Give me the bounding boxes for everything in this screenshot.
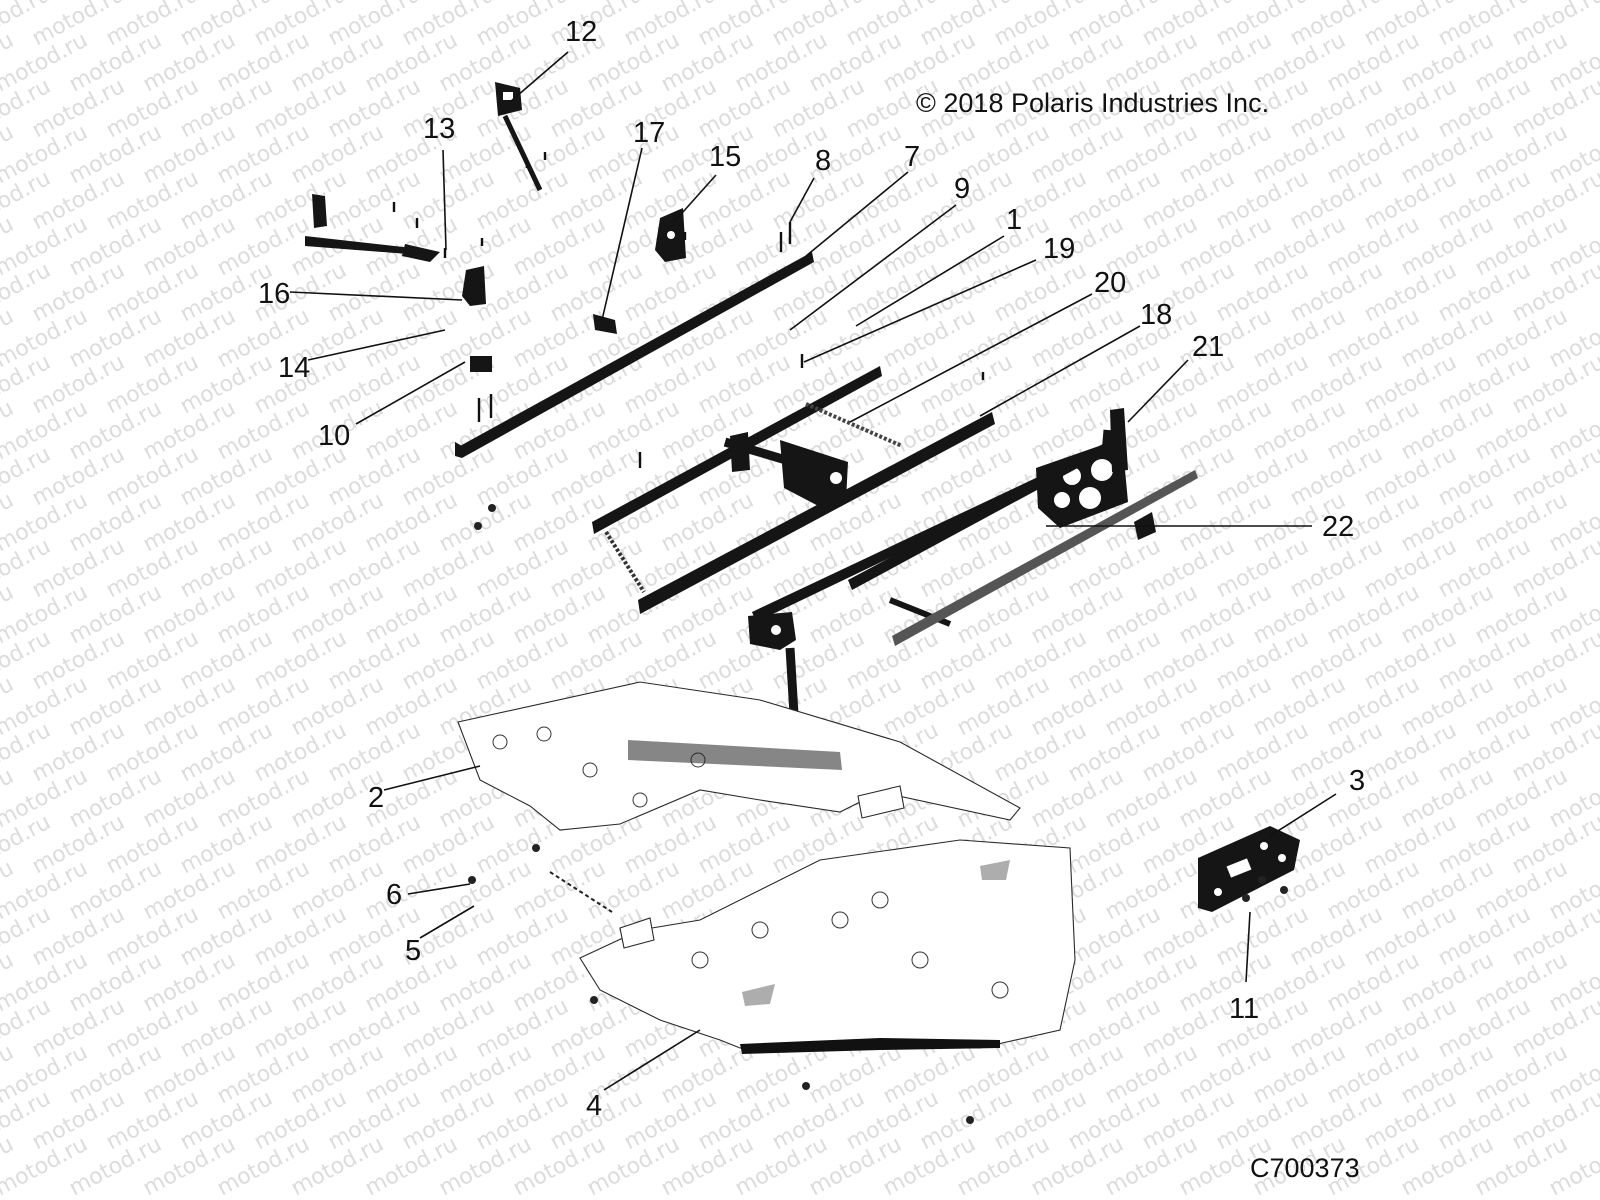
- copyright-notice: © 2018 Polaris Industries Inc.: [916, 88, 1269, 118]
- part-16-bracket: [462, 266, 486, 306]
- callout-16: 16: [258, 278, 290, 310]
- part-12-bracket: [495, 82, 543, 192]
- callout-5: 5: [405, 935, 421, 967]
- hardware-bolts: [392, 152, 985, 468]
- part-10-block: [470, 356, 492, 372]
- callout-18: 18: [1140, 299, 1172, 331]
- part-2-skid-plate: [457, 681, 1021, 831]
- callout-21: 21: [1192, 331, 1224, 363]
- callout-12: 12: [565, 16, 597, 48]
- callout-14: 14: [278, 352, 310, 384]
- part-17-clip: [593, 314, 617, 334]
- callout-labels: 12 13 17 15 8 7 9 1 19 20 18 21 22 16 14…: [258, 16, 1365, 1122]
- callout-17: 17: [633, 117, 665, 149]
- part-7-rail: [455, 252, 814, 458]
- callout-2: 2: [368, 782, 384, 814]
- parts-artwork: [305, 82, 1300, 1124]
- callout-8: 8: [815, 145, 831, 177]
- callout-19: 19: [1043, 233, 1075, 265]
- hardware-fasteners-lower: [468, 504, 1288, 1124]
- callout-13: 13: [423, 113, 455, 145]
- part-21-frame: [748, 408, 1128, 740]
- callout-10: 10: [318, 420, 350, 452]
- callout-1: 1: [1006, 204, 1022, 236]
- part-15-bracket: [655, 208, 686, 262]
- callout-4: 4: [586, 1090, 602, 1122]
- diagram-code: C700373: [1250, 1153, 1360, 1183]
- callout-7: 7: [904, 141, 920, 173]
- part-20-strip: [805, 402, 903, 448]
- callout-3: 3: [1349, 765, 1365, 797]
- callout-20: 20: [1094, 267, 1126, 299]
- callout-15: 15: [709, 141, 741, 173]
- leader-lines: [289, 51, 1337, 1091]
- part-3-plate: [1198, 826, 1300, 912]
- part-1-frame: [592, 366, 995, 614]
- callout-22: 22: [1322, 511, 1354, 543]
- callout-6: 6: [386, 879, 402, 911]
- callout-11: 11: [1229, 993, 1259, 1025]
- part-arm-left: [305, 194, 440, 262]
- callout-9: 9: [954, 173, 970, 205]
- part-4-floor-plate: [549, 839, 1076, 1054]
